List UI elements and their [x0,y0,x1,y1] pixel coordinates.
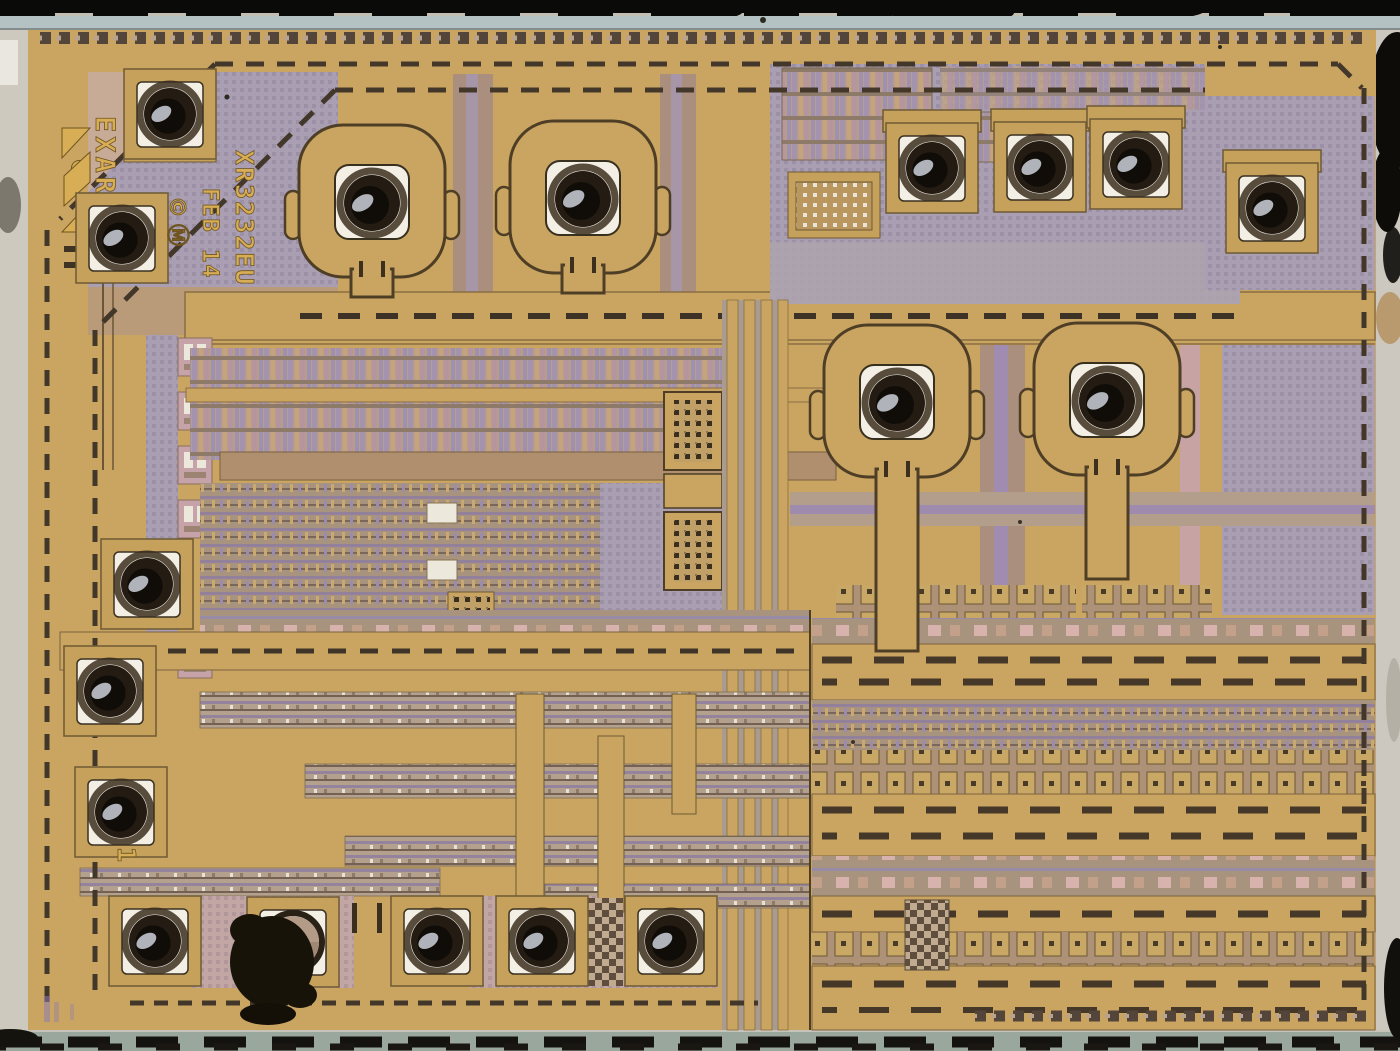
analog-routing-maze [59,610,811,1030]
part-number: XR3232EU [230,150,259,286]
debris-layer [224,17,1222,1025]
bond-pad-bottom-5 [624,895,718,987]
bond-pad-top-right-1 [882,109,982,214]
pin1-marker: 1 [112,847,141,862]
die-top-edge-light [0,16,1400,30]
faint-mask-marks [44,996,74,1022]
bond-pad-top-right-3 [1086,105,1186,210]
bond-pad-top-right-2 [990,108,1090,213]
bond-pad-right-top [1222,149,1322,254]
date-code: FEB 14 [197,188,222,279]
bond-pad-left-4 [74,766,168,858]
exar-wordmark: EXAR [89,116,120,197]
die-markings: EXAR ©Ⓜ FEB 14 XR3232EU 1 [89,116,260,863]
bond-pad-top-left [123,68,217,160]
edge-debris-blob [1369,32,1400,168]
power-bus-block [811,618,1376,1031]
bond-pad-bottom-1 [108,895,202,987]
bond-pad-keyhole-top-2 [494,119,672,295]
circuit-regions [59,64,1376,1031]
bond-pad-left-2 [100,538,194,630]
bond-pad-keyhole-mid-2 [1018,321,1196,581]
bond-pad-keyhole-mid-1 [808,323,986,653]
bond-pad-left-3 [63,645,157,737]
seal-ring [40,32,1370,1022]
bond-pad-bottom-3 [390,895,484,987]
bond-pad-bottom-4 [495,895,589,987]
copyright-mask-marks: ©Ⓜ [164,196,190,252]
bond-pad-left-1 [75,192,169,284]
bond-pad-keyhole-top-1 [283,123,461,299]
via-dot-block [795,181,873,231]
